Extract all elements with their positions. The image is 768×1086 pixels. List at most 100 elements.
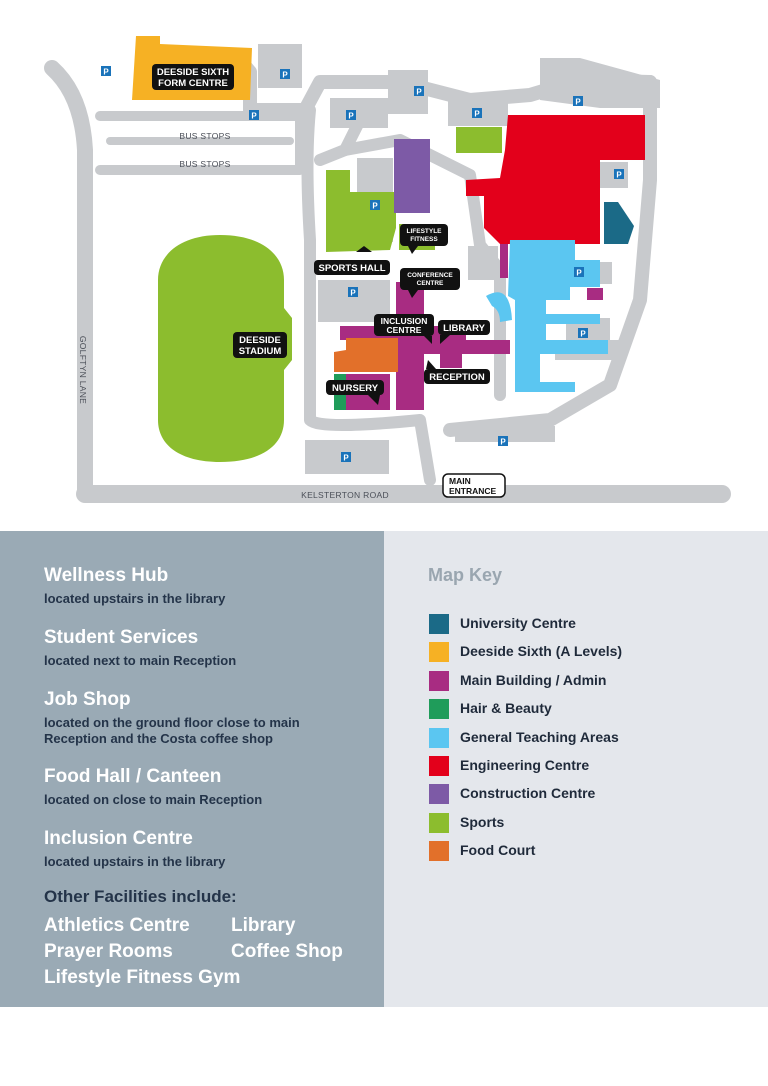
construction-centre — [394, 139, 430, 213]
map-key-label: Deeside Sixth (A Levels) — [460, 643, 623, 660]
svg-text:ENTRANCE: ENTRANCE — [449, 486, 497, 496]
service-food-hall: Food Hall / Canteen located on close to … — [44, 766, 262, 808]
facility-athletics-centre: Athletics Centre — [44, 915, 190, 936]
svg-text:P: P — [580, 330, 586, 339]
service-title: Food Hall / Canteen — [44, 766, 222, 787]
service-title: Job Shop — [44, 689, 131, 710]
svg-text:P: P — [576, 269, 582, 278]
parking-icon: P — [341, 452, 351, 463]
svg-text:P: P — [348, 112, 354, 121]
parking-icon: P — [414, 86, 424, 97]
parking-icon: P — [346, 110, 356, 121]
grey-blocks — [258, 44, 660, 474]
label-deeside-stadium: DEESIDE STADIUM — [233, 332, 287, 358]
teaching-areas — [486, 240, 608, 392]
svg-text:RECEPTION: RECEPTION — [429, 372, 485, 383]
svg-text:P: P — [616, 171, 622, 180]
parking-icon: P — [101, 66, 111, 77]
parking-markers: P P P P P P P P P P P P P P — [101, 66, 624, 463]
parking-icon: P — [280, 69, 290, 80]
label-reception: RECEPTION — [424, 360, 490, 384]
svg-text:FITNESS: FITNESS — [410, 236, 438, 243]
map-key-label: Main Building / Admin — [460, 671, 607, 688]
parking-icon: P — [574, 267, 584, 278]
map-key-heading: Map Key — [428, 565, 503, 585]
svg-text:CENTRE: CENTRE — [417, 280, 444, 287]
map-key-swatch — [429, 670, 449, 691]
svg-text:P: P — [103, 68, 109, 77]
food-court — [334, 338, 398, 372]
svg-text:P: P — [500, 438, 506, 447]
service-title: Student Services — [44, 627, 199, 648]
service-job-shop: Job Shop located on the ground floor clo… — [44, 689, 300, 747]
svg-text:LIBRARY: LIBRARY — [443, 323, 486, 334]
label-main-entrance: MAIN ENTRANCE — [442, 473, 506, 498]
svg-text:P: P — [251, 112, 257, 121]
university-centre — [604, 202, 634, 244]
map-key-swatch — [429, 642, 449, 663]
label-lifestyle-fitness: LIFESTYLE FITNESS — [400, 224, 448, 254]
svg-text:P: P — [474, 110, 480, 119]
service-inclusion-centre: Inclusion Centre located upstairs in the… — [44, 828, 225, 870]
map-key-swatch — [429, 699, 449, 720]
service-wellness-hub: Wellness Hub located upstairs in the lib… — [44, 565, 225, 607]
service-location: located upstairs in the library — [44, 591, 226, 606]
campus-map: P P P P P P P P P P P P P P BUS STOPS BU… — [44, 36, 731, 503]
label-deeside-sixth: DEESIDE SIXTH FORM CENTRE — [152, 64, 234, 90]
facility-prayer-rooms: Prayer Rooms — [44, 941, 173, 962]
svg-text:FORM CENTRE: FORM CENTRE — [158, 78, 228, 89]
parking-icon: P — [498, 436, 508, 447]
map-key-swatch — [429, 756, 449, 776]
svg-text:P: P — [282, 71, 288, 80]
service-location: located on the ground floor close to mai… — [44, 715, 300, 746]
label-nursery: NURSERY — [326, 380, 384, 405]
svg-text:NURSERY: NURSERY — [332, 383, 379, 394]
map-key-swatch — [429, 841, 449, 862]
parking-icon: P — [249, 110, 259, 121]
facility-coffee-shop: Coffee Shop — [231, 941, 343, 962]
label-inclusion-centre: INCLUSION CENTRE — [374, 314, 434, 344]
map-key-label: General Teaching Areas — [460, 728, 619, 745]
facility-library: Library — [231, 915, 296, 936]
west-inner-road — [301, 104, 436, 486]
label-library: LIBRARY — [438, 320, 490, 344]
services-panel: Wellness Hub located upstairs in the lib… — [0, 531, 384, 1007]
bus-stops-label: BUS STOPS — [179, 131, 230, 141]
parking-icon: P — [578, 328, 588, 339]
deeside-stadium-track — [158, 235, 292, 462]
parking-icon: P — [614, 169, 624, 180]
facility-lifestyle-fitness-gym: Lifestyle Fitness Gym — [44, 967, 241, 988]
service-title: Inclusion Centre — [44, 828, 193, 849]
svg-text:P: P — [575, 98, 581, 107]
other-facilities: Other Facilities include: — [44, 887, 384, 907]
other-facilities-heading: Other Facilities include: — [44, 887, 237, 906]
parking-icon: P — [472, 108, 482, 119]
service-location: located upstairs in the library — [44, 854, 226, 869]
service-title: Wellness Hub — [44, 565, 169, 586]
map-key-label: Hair & Beauty — [460, 700, 552, 717]
golftyn-lane-label: GOLFTYN LANE — [78, 336, 88, 404]
parking-icon: P — [573, 96, 583, 107]
map-key-label: Sports — [460, 813, 505, 830]
bus-stop-road — [95, 111, 305, 175]
parking-icon: P — [348, 287, 358, 298]
svg-text:SPORTS HALL: SPORTS HALL — [318, 263, 385, 274]
map-key-label: Food Court — [460, 842, 536, 859]
svg-text:LIFESTYLE: LIFESTYLE — [406, 228, 442, 235]
svg-text:P: P — [416, 88, 422, 97]
map-key-swatch — [429, 812, 449, 833]
service-student-services: Student Services located next to main Re… — [44, 627, 236, 669]
map-key-label: Construction Centre — [460, 785, 596, 802]
service-location: located on close to main Reception — [44, 792, 263, 807]
label-sports-hall: SPORTS HALL — [314, 246, 390, 275]
svg-text:P: P — [343, 454, 349, 463]
svg-text:MAIN: MAIN — [449, 476, 471, 486]
svg-text:INCLUSION: INCLUSION — [381, 316, 428, 326]
svg-text:P: P — [350, 289, 356, 298]
svg-text:DEESIDE: DEESIDE — [239, 335, 281, 346]
map-key-label: University Centre — [460, 615, 576, 631]
map-key-swatch — [429, 614, 449, 634]
map-key-label: Engineering Centre — [460, 757, 590, 773]
parking-icon: P — [370, 200, 380, 211]
